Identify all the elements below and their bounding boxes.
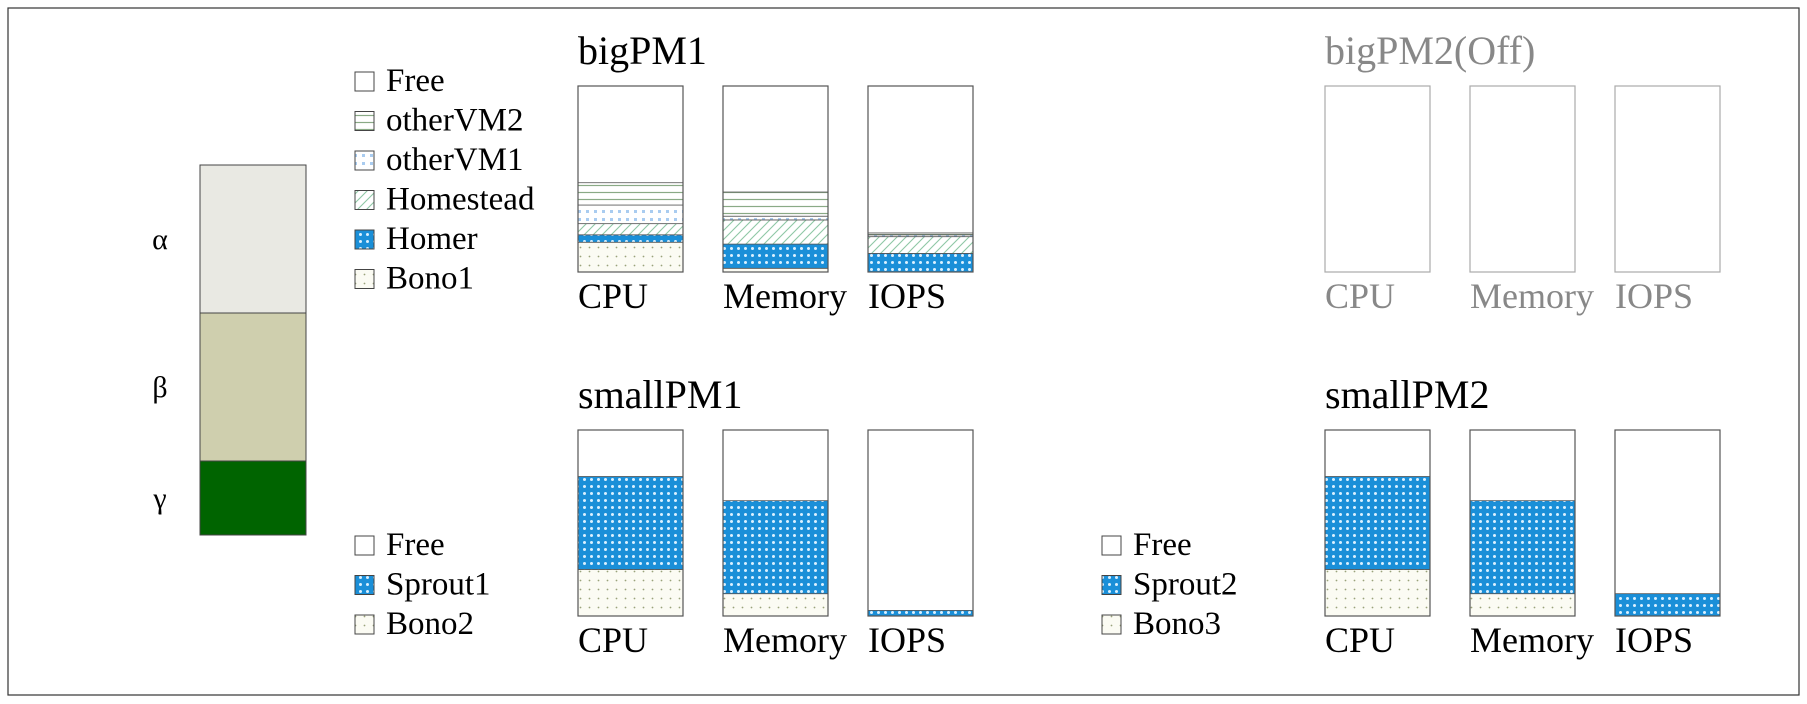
legend-label-free: Free	[386, 63, 445, 99]
tick-label-iops: IOPS	[1615, 276, 1693, 316]
tick-label-iops: IOPS	[868, 620, 946, 660]
bar-sprout2-iops	[1614, 593, 1721, 617]
bar-sprout1-memory	[722, 500, 829, 595]
legend-swatch-othervm2	[354, 111, 375, 131]
bar-outline-cpu	[577, 85, 684, 273]
legend-swatch-othervm1	[354, 150, 375, 171]
bar-free-iops	[1615, 430, 1720, 616]
legend-label-homer: Homer	[386, 221, 478, 257]
legend-swatch-free	[1101, 535, 1122, 556]
tick-label-memory: Memory	[1470, 276, 1594, 316]
bar-outline-cpu	[1324, 85, 1431, 273]
tick-label-memory: Memory	[723, 620, 847, 660]
legend-swatch-bono1	[354, 269, 375, 289]
bar-outline-memory	[1469, 85, 1576, 273]
legend-swatch-sprout2	[1101, 575, 1122, 595]
bar-homer-cpu	[577, 234, 684, 243]
tick-label-cpu: CPU	[1325, 620, 1395, 660]
legend-label-homestead: Homestead	[386, 182, 535, 218]
bar-free-iops	[868, 430, 973, 616]
bar-outline-iops	[1614, 85, 1721, 273]
legend-label-bono3: Bono3	[1133, 606, 1221, 642]
scale-segment-2	[199, 460, 307, 536]
legend-swatch-bono3	[1101, 614, 1122, 635]
chart-title: bigPM1	[578, 28, 707, 73]
bar-homestead-memory	[722, 219, 829, 245]
legend-swatch-homestead	[354, 190, 375, 210]
bar-homer-iops	[867, 252, 974, 273]
bar-othervm1-cpu	[577, 204, 684, 225]
legend-swatch-free	[354, 535, 375, 556]
tick-label-memory: Memory	[723, 276, 847, 316]
scale-segment-0	[199, 164, 307, 314]
legend-label-sprout1: Sprout1	[386, 567, 491, 603]
chart-title: smallPM2	[1325, 372, 1489, 417]
bar-outline-memory	[1469, 429, 1576, 617]
bar-bono2-cpu	[577, 569, 684, 617]
scale-segment-1	[199, 312, 307, 462]
bar-othervm2-cpu	[577, 182, 684, 206]
legend-label-bono2: Bono2	[386, 606, 474, 642]
legend-label-bono1: Bono1	[386, 261, 474, 297]
bar-homestead-iops	[867, 236, 974, 254]
tick-label-memory: Memory	[1470, 620, 1594, 660]
bar-outline-cpu	[577, 429, 684, 617]
bar-outline-memory	[722, 429, 829, 617]
bar-outline-memory	[722, 85, 829, 273]
bar-bono3-cpu	[1324, 569, 1431, 617]
bar-free-iops	[1615, 86, 1720, 272]
bar-homer-memory	[722, 243, 829, 269]
bar-free-memory	[1470, 86, 1575, 272]
scale-bar: α β γ	[152, 164, 307, 536]
legend-swatch-sprout1	[354, 575, 375, 595]
bar-outline-iops	[1614, 429, 1721, 617]
bar-outline-iops	[867, 429, 974, 617]
tick-label-cpu: CPU	[578, 620, 648, 660]
legend-label-free: Free	[386, 527, 445, 563]
bar-sprout1-iops	[867, 610, 974, 617]
tick-label-cpu: CPU	[578, 276, 648, 316]
bar-free-cpu	[1325, 86, 1430, 272]
legend-label-othervm2: otherVM2	[386, 103, 523, 139]
bar-othervm1-memory	[722, 215, 829, 221]
chart-bigpm2-off: bigPM2(Off) CPU Memory IOPS	[1324, 28, 1721, 316]
bar-sprout1-cpu	[577, 476, 684, 570]
bar-bono3-memory	[1469, 593, 1576, 617]
legend-swatch-bono2	[354, 614, 375, 635]
bar-othervm2-memory	[722, 191, 829, 217]
legend-label-free: Free	[1133, 527, 1192, 563]
bar-outline-cpu	[1324, 429, 1431, 617]
bar-sprout2-cpu	[1324, 476, 1431, 570]
tick-label-iops: IOPS	[868, 276, 946, 316]
bar-bono2-memory	[722, 593, 829, 617]
scale-label-0: α	[152, 223, 168, 256]
legend-swatch-homer	[354, 229, 375, 250]
legend-label-sprout2: Sprout2	[1133, 567, 1238, 603]
scale-label-2: γ	[152, 482, 166, 515]
legend-label-othervm1: otherVM1	[386, 142, 523, 178]
chart-title: bigPM2(Off)	[1325, 28, 1535, 73]
bar-homestead-cpu	[577, 223, 684, 236]
bar-othervm2-iops	[867, 232, 974, 236]
tick-label-iops: IOPS	[1615, 620, 1693, 660]
bar-outline-iops	[867, 85, 974, 273]
figure-border	[7, 7, 1800, 696]
scale-label-1: β	[152, 371, 167, 404]
bar-bono1-cpu	[577, 241, 684, 273]
legends: FreeotherVM2otherVM1HomesteadHomerBono1F…	[354, 63, 1238, 642]
chart-title: smallPM1	[578, 372, 742, 417]
legend-swatch-free	[354, 71, 375, 92]
tick-label-cpu: CPU	[1325, 276, 1395, 316]
bar-sprout2-memory	[1469, 500, 1576, 595]
